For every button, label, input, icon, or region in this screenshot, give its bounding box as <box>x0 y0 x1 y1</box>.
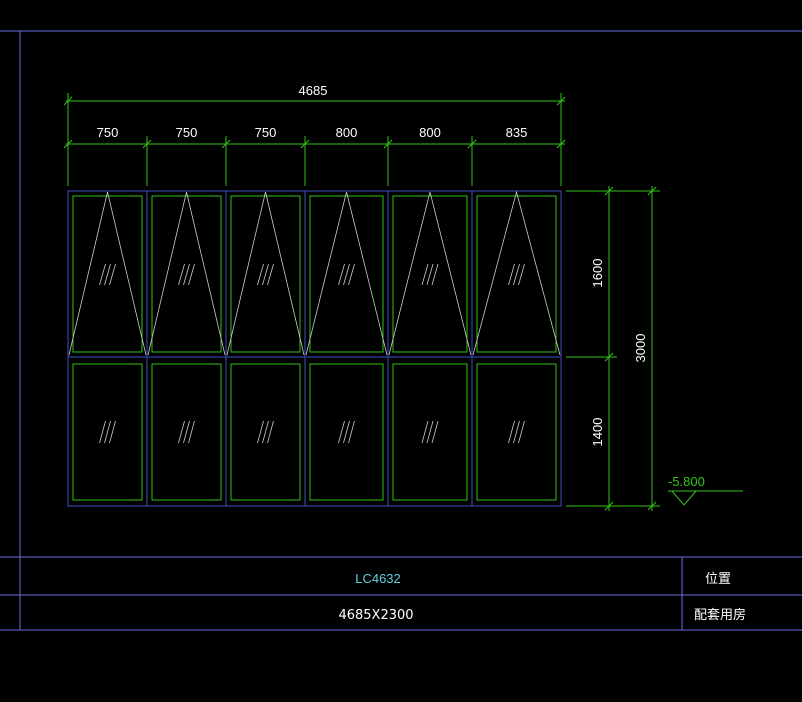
opening-direction <box>472 190 561 356</box>
upper-sash <box>476 195 557 353</box>
tick-mark <box>556 96 566 106</box>
glass-hatch <box>262 263 269 286</box>
window-outer-frame <box>67 190 562 507</box>
window-size: 4685X2300 <box>338 608 413 623</box>
tick-mark <box>604 186 614 196</box>
tick-mark <box>221 139 231 149</box>
tick-mark <box>383 139 393 149</box>
glass-hatch <box>262 420 269 444</box>
level-mark-label: -5.800 <box>668 474 705 489</box>
glass-hatch <box>178 263 185 286</box>
lower-pane <box>151 363 222 501</box>
lower-pane <box>476 363 557 501</box>
window-elevation <box>67 190 562 507</box>
glass-hatch <box>518 420 525 444</box>
level-marker: -5.800 <box>668 474 743 506</box>
upper-sash <box>392 195 468 353</box>
panel-width-label: 835 <box>506 125 528 140</box>
panel-width-label: 800 <box>336 125 358 140</box>
lower-pane <box>230 363 301 501</box>
upper-sash <box>72 195 143 353</box>
glass-hatch <box>431 420 439 444</box>
panel-width-label: 750 <box>97 125 119 140</box>
glass-hatch <box>109 420 116 444</box>
window-code: LC4632 <box>355 571 401 586</box>
top-dimension-chain <box>63 93 566 186</box>
glass-hatch <box>188 420 195 444</box>
glass-hatch <box>178 420 185 444</box>
glass-hatch <box>513 263 520 286</box>
glass-hatch <box>426 263 434 286</box>
panel-width-label: 750 <box>176 125 198 140</box>
glass-hatch <box>518 263 525 286</box>
glass-hatch <box>267 263 274 286</box>
tick-mark <box>647 186 657 196</box>
glass-hatch <box>431 263 439 286</box>
glass-hatch <box>188 263 195 286</box>
glass-hatch <box>343 420 350 444</box>
tick-mark <box>556 139 566 149</box>
opening-direction <box>147 191 226 356</box>
total-height-label: 3000 <box>633 334 648 363</box>
glass-hatch <box>183 263 190 286</box>
opening-direction <box>388 191 472 356</box>
glass-hatch <box>104 263 111 286</box>
glass-hatch <box>104 420 111 444</box>
glass-hatch <box>183 420 190 444</box>
opening-direction <box>226 191 305 356</box>
lower-pane <box>72 363 143 501</box>
glass-hatch <box>99 263 106 286</box>
glass-hatch <box>513 420 520 444</box>
tick-mark <box>647 501 657 511</box>
lower-pane <box>309 363 384 501</box>
tick-mark <box>63 139 73 149</box>
tick-mark <box>63 96 73 106</box>
tick-mark <box>142 139 152 149</box>
tick-mark <box>604 352 614 362</box>
glass-hatch <box>348 263 355 286</box>
opening-direction <box>68 191 147 356</box>
lower-pane <box>392 363 468 501</box>
lower-height-label: 1400 <box>590 418 605 447</box>
glass-hatch <box>338 263 345 286</box>
glass-hatch <box>508 263 515 286</box>
glass-hatch <box>426 420 434 444</box>
opening-direction <box>305 191 388 356</box>
glass-hatch <box>257 263 264 286</box>
glass-hatch <box>421 420 429 444</box>
panel-width-label: 750 <box>255 125 277 140</box>
glass-hatch <box>338 420 345 444</box>
panel-width-labels: 750 750 750 800 800 835 <box>97 125 528 140</box>
sheet-border <box>0 30 802 630</box>
right-dimension-chain <box>566 186 660 511</box>
glass-hatch <box>109 263 116 286</box>
glass-hatch <box>343 263 350 286</box>
upper-sash <box>230 195 301 353</box>
glass-hatch <box>99 420 106 444</box>
tick-mark <box>467 139 477 149</box>
tick-mark <box>604 501 614 511</box>
upper-sash <box>309 195 384 353</box>
upper-sash <box>151 195 222 353</box>
position-value: 配套用房 <box>694 607 746 623</box>
tick-mark <box>300 139 310 149</box>
glass-hatch <box>267 420 274 444</box>
glass-hatch <box>348 420 355 444</box>
panel-width-label: 800 <box>419 125 441 140</box>
overall-width-label: 4685 <box>299 83 328 98</box>
glass-hatch <box>421 263 429 286</box>
upper-height-label: 1600 <box>590 259 605 288</box>
title-block <box>0 556 802 631</box>
glass-hatch <box>257 420 264 444</box>
glass-hatch <box>508 420 515 444</box>
position-header: 位置 <box>705 572 731 587</box>
